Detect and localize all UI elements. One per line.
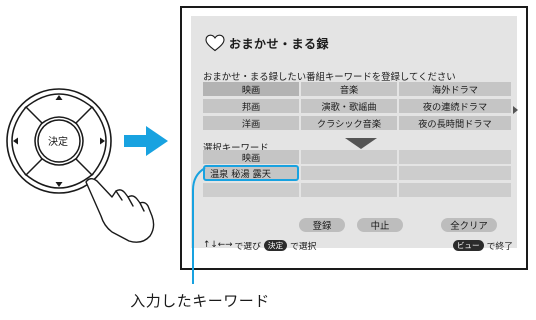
menu-panel: おまかせ・まる録 おまかせ・まる録したい番組キーワードを登録してください 映画 … xyxy=(191,16,518,252)
next-page-icon[interactable] xyxy=(513,106,518,114)
right-button[interactable] xyxy=(75,106,107,176)
selected-keywords-label: 選択キーワード xyxy=(203,143,269,154)
selected-keyword-slot[interactable] xyxy=(301,150,397,164)
instruction-text: おまかせ・まる録したい番組キーワードを登録してください xyxy=(203,72,456,83)
keyword-cell[interactable]: クラシック音楽 xyxy=(301,116,397,130)
dpad-arrow-icons xyxy=(13,95,105,187)
entered-keyword-slot[interactable]: 温泉 秘湯 露天 xyxy=(203,165,299,181)
enter-key-badge: 決定 xyxy=(263,239,288,251)
selected-keyword-slot[interactable] xyxy=(301,183,397,197)
footer-hint: ↑↓←→ で選び 決定 で選択 xyxy=(203,239,317,252)
keyword-cell[interactable]: 演歌・歌謡曲 xyxy=(301,99,397,113)
footer-exit-hint: ビュー で終了 xyxy=(452,239,513,252)
footer-select-suffix: で選択 xyxy=(290,241,317,252)
remote-dpad xyxy=(6,88,155,243)
keyword-cell[interactable]: 洋画 xyxy=(203,116,299,130)
title-row: おまかせ・まる録 xyxy=(205,32,329,54)
selected-keyword-slot[interactable]: 映画 xyxy=(203,150,299,164)
footer-exit-text: で終了 xyxy=(486,241,513,252)
enter-button[interactable] xyxy=(37,119,81,163)
down-arrow-icon xyxy=(345,138,377,149)
hand-icon xyxy=(85,178,155,243)
keyword-cell[interactable]: 海外ドラマ xyxy=(399,82,511,96)
selected-keyword-slot[interactable] xyxy=(203,183,299,197)
selected-keyword-slot[interactable] xyxy=(399,150,511,164)
clear-all-button[interactable]: 全クリア xyxy=(441,218,497,232)
cancel-button[interactable]: 中止 xyxy=(357,218,403,232)
keyword-cell[interactable]: 夜の長時間ドラマ xyxy=(399,116,511,130)
view-key-badge: ビュー xyxy=(452,239,484,251)
footer-select-prefix: で選び xyxy=(234,241,261,252)
selected-keyword-slot[interactable] xyxy=(399,166,511,180)
selected-keyword-slot[interactable] xyxy=(399,183,511,197)
annotation-label: 入力したキーワード xyxy=(130,292,270,310)
selected-keyword-slot[interactable] xyxy=(301,166,397,180)
left-button[interactable] xyxy=(11,106,43,176)
pointer-arrow-icon xyxy=(124,126,168,156)
keyword-cell[interactable]: 邦画 xyxy=(203,99,299,113)
keyword-cell[interactable]: 映画 xyxy=(203,82,299,96)
heart-icon xyxy=(205,34,225,52)
keyword-cell[interactable]: 夜の連続ドラマ xyxy=(399,99,511,113)
arrow-keys-icon: ↑↓←→ xyxy=(203,240,233,250)
register-button[interactable]: 登録 xyxy=(299,218,345,232)
page-title: おまかせ・まる録 xyxy=(229,36,330,51)
tv-screen: おまかせ・まる録 おまかせ・まる録したい番組キーワードを登録してください 映画 … xyxy=(180,6,528,270)
keyword-cell[interactable]: 音楽 xyxy=(301,82,397,96)
